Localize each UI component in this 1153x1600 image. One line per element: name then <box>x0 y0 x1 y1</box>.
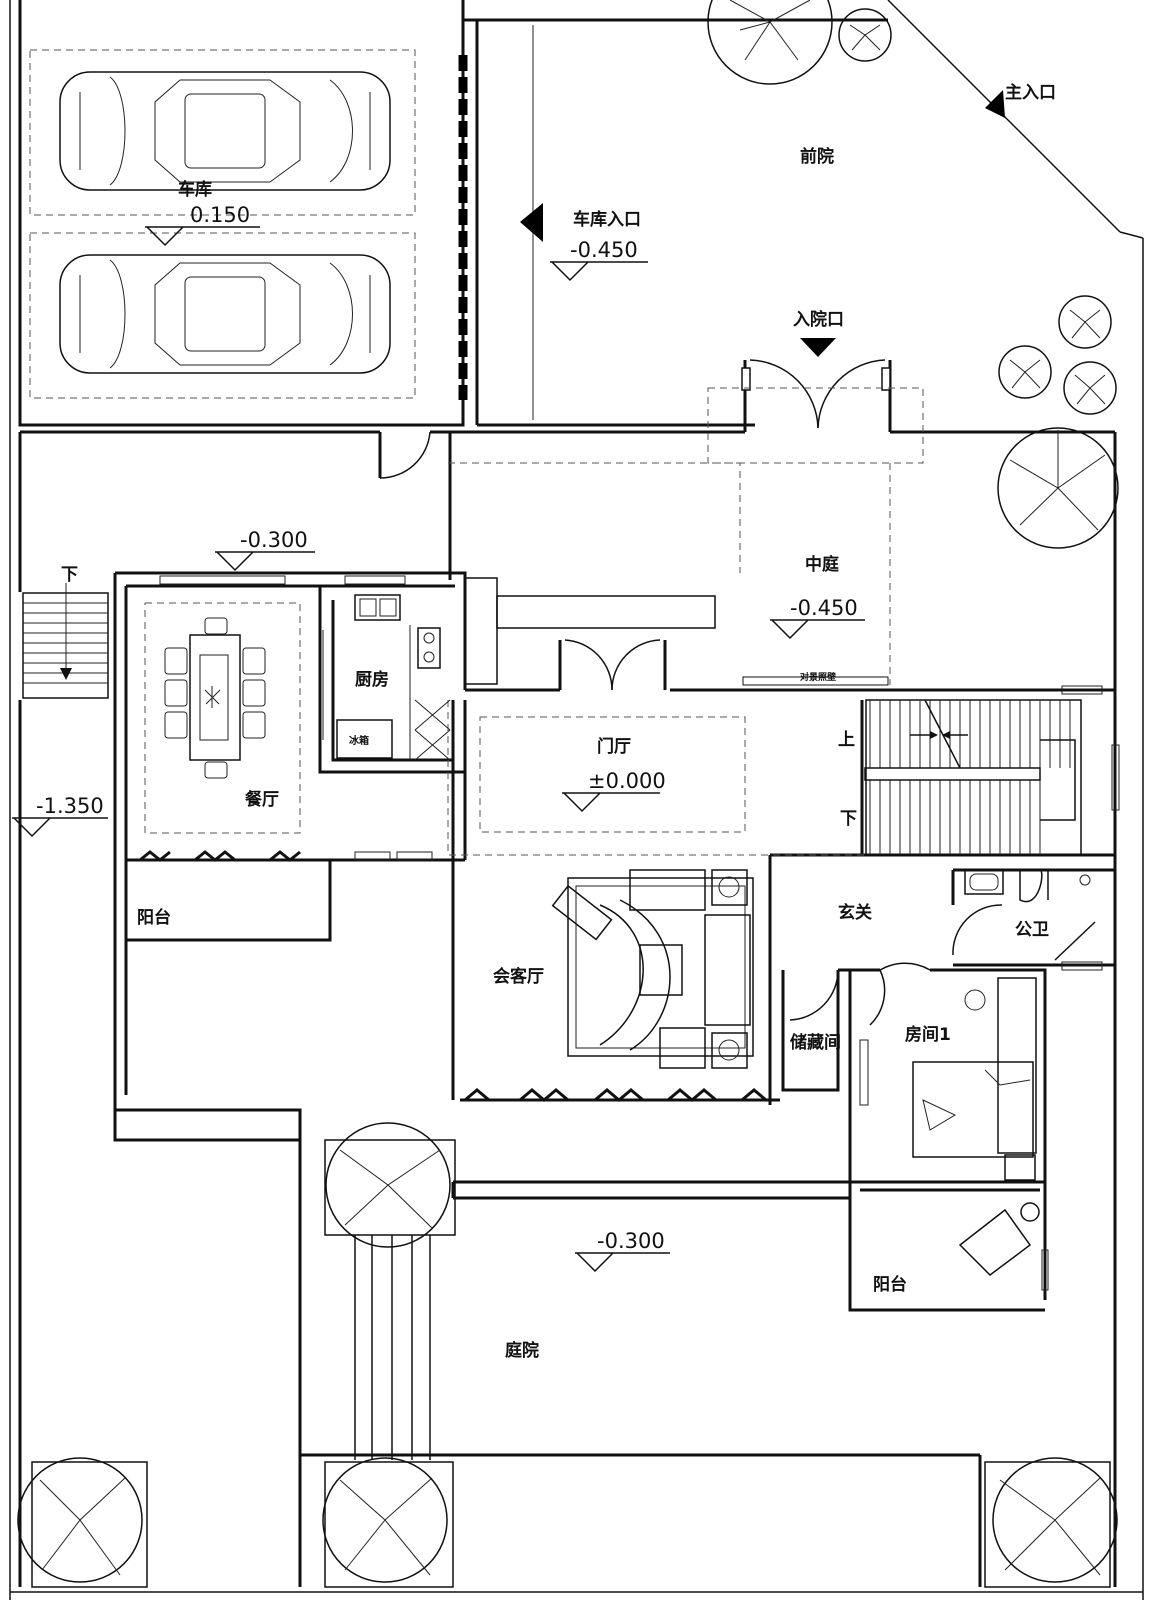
house-walls <box>18 430 1117 1587</box>
wc-fixtures <box>964 869 1096 961</box>
kitchen-fixtures <box>322 594 451 761</box>
tree-icon <box>998 345 1052 399</box>
dining-table <box>164 617 266 779</box>
label-storage: 储藏间 <box>790 1032 841 1053</box>
parking-bays <box>29 49 416 399</box>
tree-icon <box>322 1457 454 1588</box>
label-front-yard: 前院 <box>800 146 834 167</box>
left-stair <box>22 583 109 699</box>
entrance-markers <box>520 90 1005 686</box>
label-stair-down: 下 <box>840 809 857 829</box>
label-yard-entrance: 入院口 <box>793 309 844 330</box>
level-foyer: ±0.000 <box>588 769 666 793</box>
level-backyard: -0.300 <box>597 1229 665 1253</box>
tree-icon <box>17 1457 148 1588</box>
label-kitchen: 厨房 <box>355 669 389 690</box>
tree-icon <box>707 0 833 85</box>
label-garage-entrance: 车库入口 <box>573 209 641 230</box>
tree-icon <box>997 427 1119 549</box>
label-backyard: 庭院 <box>505 1340 539 1361</box>
main-stair <box>864 699 1082 856</box>
label-stair-left-down: 下 <box>61 565 78 585</box>
tree-icons <box>17 0 1119 1588</box>
tree-icon <box>324 1122 456 1248</box>
level-markers <box>12 226 865 1273</box>
label-foyer: 门厅 <box>597 736 631 757</box>
label-screen-wall: 对景照壁 <box>800 671 836 683</box>
tree-icon <box>1058 295 1112 349</box>
level-garage-entrance: -0.450 <box>570 238 638 262</box>
level-side: -1.350 <box>36 794 104 818</box>
level-garage: 0.150 <box>190 203 250 227</box>
label-public-wc: 公卫 <box>1015 920 1049 940</box>
level-courtyard: -0.450 <box>790 596 858 620</box>
tree-icon <box>984 1457 1118 1588</box>
windows <box>159 575 1120 1291</box>
label-stair-up: 上 <box>838 730 855 750</box>
label-fridge: 冰箱 <box>349 734 369 747</box>
label-entry-hall: 玄关 <box>838 902 872 923</box>
tree-icon <box>838 8 892 62</box>
level-dining: -0.300 <box>240 528 308 552</box>
door-swings <box>379 359 1003 1026</box>
labels: 车库 前院 车库入口 主入口 入院口 中庭 厨房 冰箱 餐厅 对景照壁 门厅 阳… <box>36 82 1056 1361</box>
living-furniture <box>551 869 754 1069</box>
label-bedroom1: 房间1 <box>905 1024 951 1045</box>
walkway <box>354 1235 431 1460</box>
label-balcony-left: 阳台 <box>137 907 171 928</box>
label-garage: 车库 <box>178 179 212 200</box>
label-courtyard: 中庭 <box>805 554 839 575</box>
folding-doors <box>139 850 767 1102</box>
label-living: 会客厅 <box>493 966 544 987</box>
label-dining: 餐厅 <box>245 789 279 810</box>
tree-icon <box>1063 361 1117 415</box>
label-main-entrance: 主入口 <box>1005 82 1056 103</box>
car-icon <box>59 71 391 191</box>
dashed-zones <box>144 387 924 856</box>
bedroom-furniture <box>912 977 1040 1276</box>
car-icon <box>59 254 391 374</box>
label-balcony-right: 阳台 <box>873 1274 907 1295</box>
